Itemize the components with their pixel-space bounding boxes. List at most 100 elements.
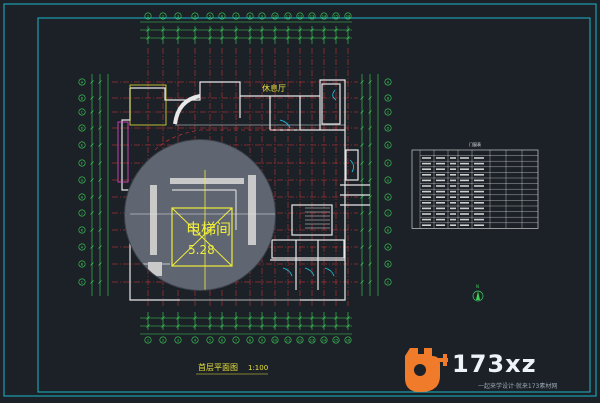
door-window-table-title: 门窗表 — [469, 141, 481, 147]
axis-bubble-label: 12 — [298, 338, 303, 342]
axis-bubble-label: A — [387, 80, 390, 84]
axis-bubble — [78, 94, 86, 102]
axis-bubble-label: 5 — [209, 338, 211, 342]
axis-bubble-label: 5 — [209, 14, 211, 18]
doors — [279, 89, 354, 277]
axis-bubble-label: D — [81, 126, 84, 130]
axis-bubble-label: E — [387, 143, 390, 147]
axis-bubble — [144, 336, 152, 344]
axis-bubble — [159, 336, 167, 344]
building-walls — [117, 79, 370, 301]
axis-bubble — [78, 141, 86, 149]
axis-bubble-label: 7 — [235, 338, 237, 342]
axis-bubble — [384, 243, 392, 251]
axis-bubble — [308, 12, 316, 20]
right-dimension-chain — [360, 74, 379, 296]
axis-bubble-label: 1 — [147, 338, 149, 342]
axis-bubble-label: 14 — [322, 14, 327, 18]
axis-bubble-label: K — [387, 228, 390, 232]
axis-bubble-label: 3 — [177, 338, 179, 342]
dashed-outline — [154, 129, 300, 151]
axis-bubble-label: 13 — [310, 338, 315, 342]
axis-bubble-label: D — [387, 126, 390, 130]
axis-bubble — [384, 278, 392, 286]
outer-frame — [3, 3, 597, 397]
axis-bubble-label: G — [387, 178, 390, 182]
axis-bubble-label: B — [81, 96, 84, 100]
axis-bubble — [159, 12, 167, 20]
axis-bubble — [258, 12, 266, 20]
axis-bubble-label: 16 — [346, 338, 351, 342]
axis-bubble-label: 2 — [162, 338, 164, 342]
axis-bubble — [246, 336, 254, 344]
axis-bubble — [78, 108, 86, 116]
axis-bubble — [271, 336, 279, 344]
axis-bubble — [191, 336, 199, 344]
axis-bubble — [78, 124, 86, 132]
axis-bubble — [296, 336, 304, 344]
axis-bubble-label: 1 — [147, 14, 149, 18]
axis-bubble-label: 14 — [322, 338, 327, 342]
axis-bubble — [384, 176, 392, 184]
axis-bubble-label: 8 — [249, 338, 252, 342]
axis-bubble — [284, 12, 292, 20]
axis-bubble-label: 15 — [334, 338, 339, 342]
axis-bubble — [258, 336, 266, 344]
axis-bubble-label: J — [386, 211, 388, 215]
axis-bubble — [246, 12, 254, 20]
axis-bubble — [144, 12, 152, 20]
axis-bubble — [384, 226, 392, 234]
inner-frame — [37, 17, 591, 393]
axis-bubble — [232, 12, 240, 20]
axis-bubble-label: 11 — [286, 338, 291, 342]
axis-bubble-label: C — [81, 110, 84, 114]
axis-bubble-label: 11 — [286, 14, 291, 18]
axis-bubble — [332, 12, 340, 20]
axis-bubble — [384, 141, 392, 149]
axis-bubble — [78, 159, 86, 167]
axis-bubble-label: 15 — [334, 14, 339, 18]
axis-bubble — [218, 12, 226, 20]
axis-bubble — [78, 260, 86, 268]
axis-bubble-label: 6 — [221, 14, 224, 18]
axis-bubble-label: F — [387, 161, 389, 165]
axis-bubble — [78, 176, 86, 184]
axis-bubble-label: A — [387, 245, 390, 249]
axis-bubble-label: C — [387, 280, 390, 284]
door-window-schedule — [411, 149, 539, 229]
axis-bubble-label: B — [81, 262, 84, 266]
north-label: N — [476, 284, 479, 289]
axis-bubble — [384, 193, 392, 201]
axis-bubble — [384, 124, 392, 132]
rest-hall-label: 休息厅 — [262, 83, 286, 93]
curved-wall — [173, 94, 201, 125]
axis-bubble — [78, 226, 86, 234]
site-watermark: 173xz 一起来学设计·就来173素材网 — [405, 348, 557, 392]
axis-bubble — [78, 78, 86, 86]
axis-bubble-label: 9 — [261, 338, 264, 342]
axis-bubble — [218, 336, 226, 344]
axis-bubble — [384, 209, 392, 217]
axis-bubble — [384, 78, 392, 86]
elevator-room-label: 电梯间 — [186, 220, 231, 238]
axis-bubble — [78, 193, 86, 201]
axis-bubble-label: 8 — [249, 14, 252, 18]
north-arrow: N — [472, 284, 484, 302]
axis-bubble — [174, 12, 182, 20]
axis-bubble-label: 10 — [273, 338, 278, 342]
axis-bubble-label: 7 — [235, 14, 237, 18]
axis-bubble — [78, 278, 86, 286]
axis-bubble — [384, 94, 392, 102]
axis-bubble-label: 13 — [310, 14, 315, 18]
axis-bubble-label: 6 — [221, 338, 224, 342]
drawing-title: 首层平面图 — [198, 362, 238, 372]
axis-bubble-label: A — [81, 245, 84, 249]
axis-bubble — [384, 260, 392, 268]
axis-bubble-label: 2 — [162, 14, 164, 18]
axis-bubble-label: 3 — [177, 14, 179, 18]
axis-bubble-label: C — [387, 110, 390, 114]
axis-bubble — [320, 12, 328, 20]
